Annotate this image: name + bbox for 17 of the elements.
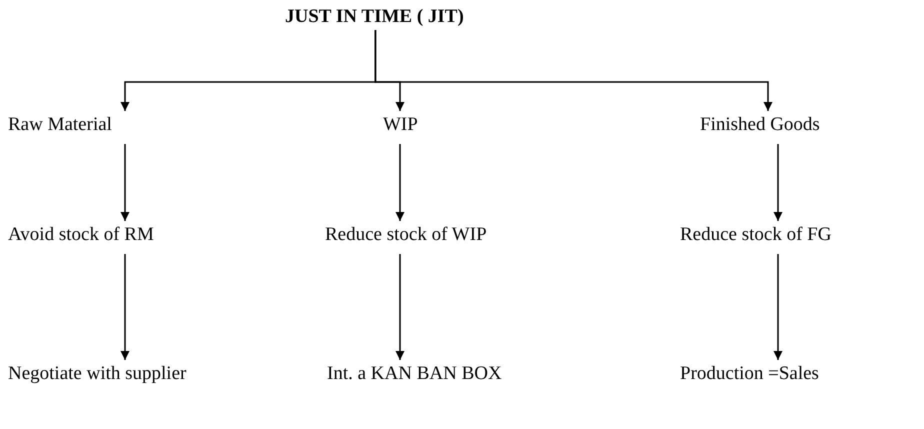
node-text: Finished Goods	[700, 114, 820, 136]
node-text: Reduce stock of FG	[680, 224, 832, 246]
node-text: Int. a KAN BAN BOX	[327, 363, 502, 385]
node-text: Negotiate with supplier	[8, 363, 186, 385]
node-text: Production =Sales	[680, 363, 819, 385]
arrow	[774, 254, 782, 360]
arrow	[396, 254, 404, 360]
arrow	[396, 144, 404, 221]
node-text: WIP	[383, 114, 418, 136]
title-text: JUST IN TIME ( JIT)	[285, 6, 464, 28]
arrow	[120, 254, 130, 360]
arrow	[774, 144, 782, 221]
node-text: Raw Material	[8, 114, 112, 136]
arrow	[374, 30, 772, 111]
node-text: Reduce stock of WIP	[325, 224, 487, 246]
node-text: Avoid stock of RM	[8, 224, 154, 246]
arrow	[120, 144, 130, 221]
